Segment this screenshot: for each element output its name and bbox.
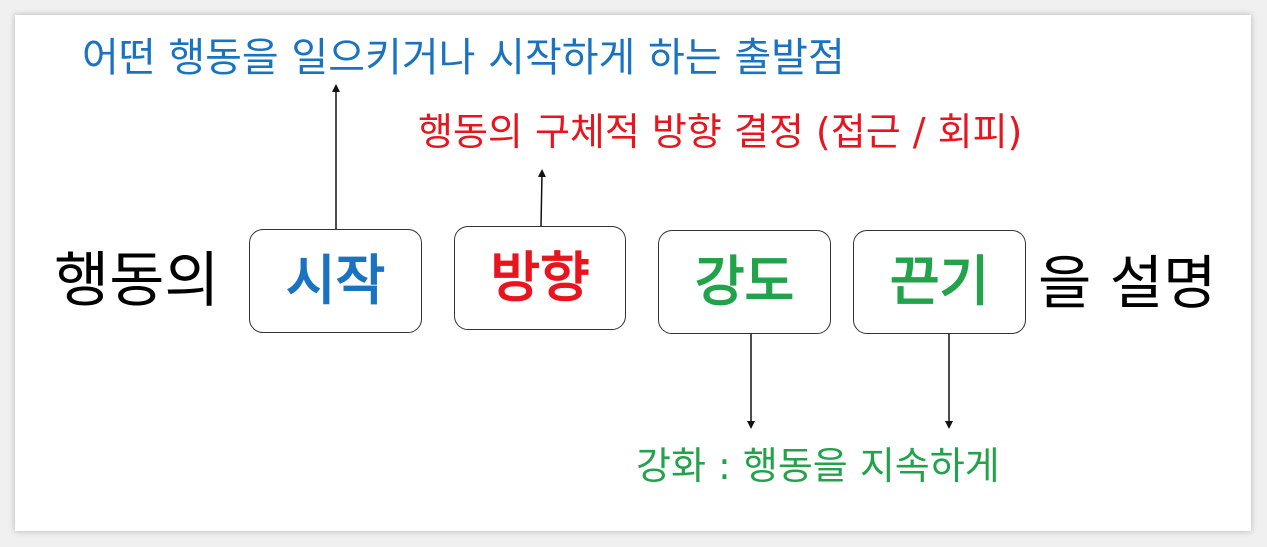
lead-text: 행동의 bbox=[54, 246, 220, 316]
start-box-label: 시작 bbox=[285, 249, 386, 312]
start-box: 시작 bbox=[249, 229, 422, 333]
persistence-box-label: 끈기 bbox=[889, 250, 990, 313]
reinforcement-annotation: 강화 : 행동을 지속하게 bbox=[636, 444, 1000, 488]
direction-box-label: 방향 bbox=[490, 246, 590, 309]
intensity-box-label: 강도 bbox=[694, 250, 795, 313]
start-annotation: 어떤 행동을 일으키거나 시작하게 하는 출발점 bbox=[82, 35, 845, 81]
slide-background bbox=[15, 15, 1251, 531]
intensity-box: 강도 bbox=[658, 230, 831, 334]
persistence-box: 끈기 bbox=[853, 230, 1026, 334]
tail-text: 을 설명 bbox=[1038, 249, 1217, 317]
direction-annotation: 행동의 구체적 방향 결정 (접근 / 회피) bbox=[418, 110, 1023, 154]
direction-box: 방향 bbox=[454, 226, 626, 330]
